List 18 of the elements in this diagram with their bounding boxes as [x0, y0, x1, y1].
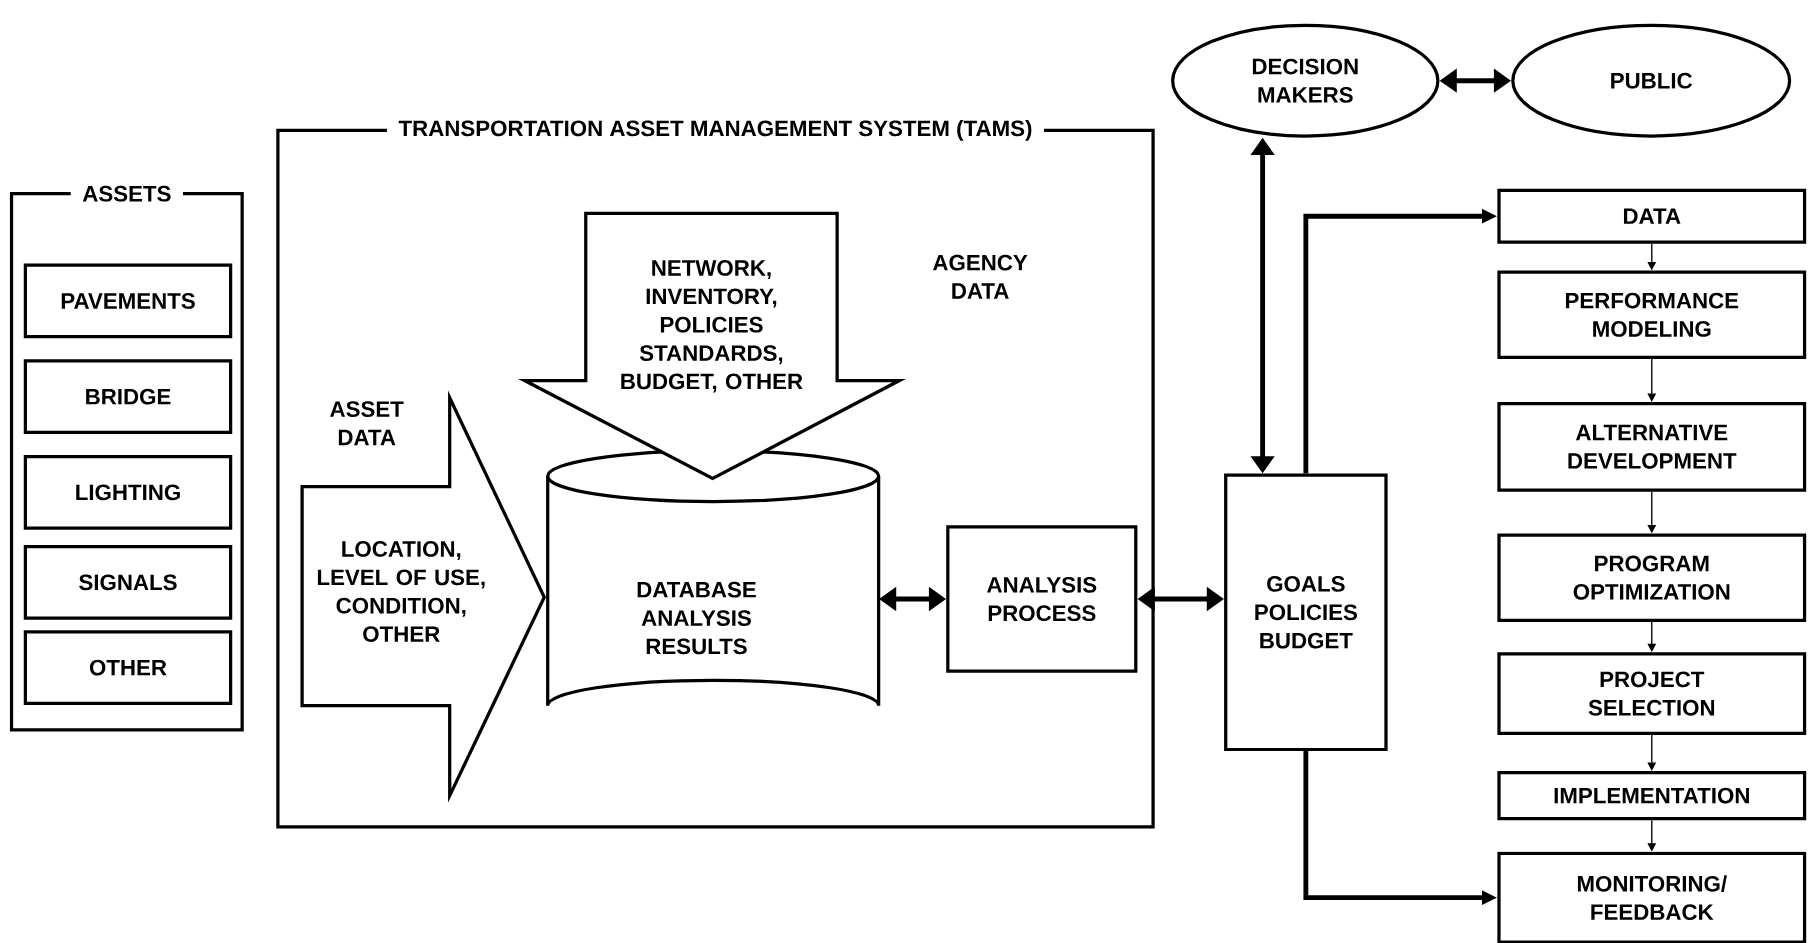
process-box: PROJECT SELECTION: [1497, 652, 1807, 735]
process-box: GOALS POLICIES BUDGET: [1224, 473, 1388, 752]
arrow: [1647, 358, 1657, 402]
process-box: PROGRAM OPTIMIZATION: [1497, 533, 1807, 622]
database-cylinder: DATABASE ANALYSIS RESULTS: [546, 449, 881, 708]
process-box: ALTERNATIVE DEVELOPMENT: [1497, 401, 1807, 492]
process-box: ANALYSIS PROCESS: [946, 525, 1138, 673]
arrow-label: ASSET DATA: [330, 401, 404, 446]
process-box: PERFORMANCE MODELING: [1497, 270, 1807, 359]
process-box: BRIDGE: [23, 359, 233, 434]
process-box: PAVEMENTS: [23, 263, 233, 339]
process-box: LIGHTING: [23, 454, 233, 530]
process-box: MONITORING/ FEEDBACK: [1497, 851, 1807, 943]
process-box: DATA: [1497, 188, 1807, 244]
process-box: SIGNALS: [23, 544, 233, 620]
process-box: OTHER: [23, 630, 233, 705]
process-box: IMPLEMENTATION: [1497, 770, 1807, 821]
arrow-label: AGENCY DATA: [933, 254, 1028, 299]
